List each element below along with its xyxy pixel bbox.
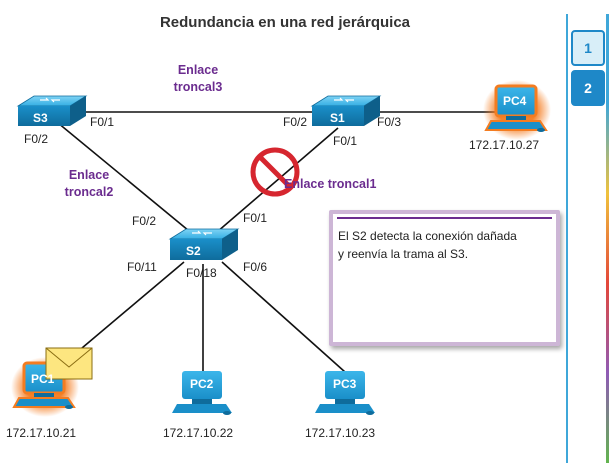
trunk2-label: Enlace troncal2 <box>52 167 126 201</box>
diagram-title: Redundancia en una red jerárquica <box>159 14 411 31</box>
info-note: El S2 detecta la conexión dañada y reenv… <box>329 210 560 346</box>
port-s2-f02: F0/2 <box>132 214 157 228</box>
switch-s2-label: S2 <box>186 244 201 258</box>
pc1-label: PC1 <box>31 372 55 386</box>
pc4-ip: 172.17.10.27 <box>469 138 540 152</box>
broken-link-icon <box>250 147 300 197</box>
pc3-label: PC3 <box>333 377 357 391</box>
pc4-label: PC4 <box>503 94 527 108</box>
switch-s3-label: S3 <box>33 111 48 125</box>
port-s2-f018: F0/18 <box>186 266 217 280</box>
port-s3-f02: F0/2 <box>24 132 49 146</box>
trunk3-label-line1: Enlace <box>177 63 219 77</box>
note-line-2: y reenvía la trama al S3. <box>338 247 469 261</box>
trunk3-label-line2: troncal3 <box>173 80 223 94</box>
port-s2-f01: F0/1 <box>243 211 268 225</box>
envelope-icon <box>45 347 93 380</box>
trunk1-label: Enlace troncal1 <box>284 177 377 191</box>
step-track-left <box>566 14 568 463</box>
port-s1-f01: F0/1 <box>333 134 358 148</box>
pc2-label: PC2 <box>190 377 214 391</box>
link-s2-pc3 <box>221 261 346 373</box>
switch-s2-icon <box>168 228 240 260</box>
pc2-ip: 172.17.10.22 <box>163 426 234 440</box>
step-navigation: 1 2 <box>566 14 609 463</box>
port-s2-f06: F0/6 <box>243 260 268 274</box>
step-2-button[interactable]: 2 <box>571 70 605 106</box>
trunk2-label-line1: Enlace <box>68 168 110 182</box>
pc3-ip: 172.17.10.23 <box>305 426 376 440</box>
step-track-right <box>606 14 609 463</box>
port-s3-f01: F0/1 <box>90 115 115 129</box>
step-1-button[interactable]: 1 <box>571 30 605 66</box>
trunk3-label: Enlace troncal3 <box>163 62 233 96</box>
switch-s3-icon <box>16 95 88 126</box>
pc3-icon <box>315 371 375 415</box>
trunk2-label-line2: troncal2 <box>64 185 114 199</box>
port-s2-f011: F0/11 <box>127 260 157 274</box>
note-accent-bar <box>337 217 552 219</box>
pc1-ip: 172.17.10.21 <box>6 426 77 440</box>
switch-s1-label: S1 <box>330 111 345 125</box>
link-trunk1 <box>209 127 339 239</box>
note-line-1: El S2 detecta la conexión dañada <box>338 229 517 243</box>
port-s1-f03: F0/3 <box>377 115 402 129</box>
pc2-icon <box>172 371 232 415</box>
note-text: El S2 detecta la conexión dañada y reenv… <box>338 227 550 263</box>
link-trunk2 <box>51 117 201 241</box>
port-s1-f02: F0/2 <box>283 115 308 129</box>
pc4-icon <box>483 80 551 140</box>
switch-s1-icon <box>310 95 382 126</box>
